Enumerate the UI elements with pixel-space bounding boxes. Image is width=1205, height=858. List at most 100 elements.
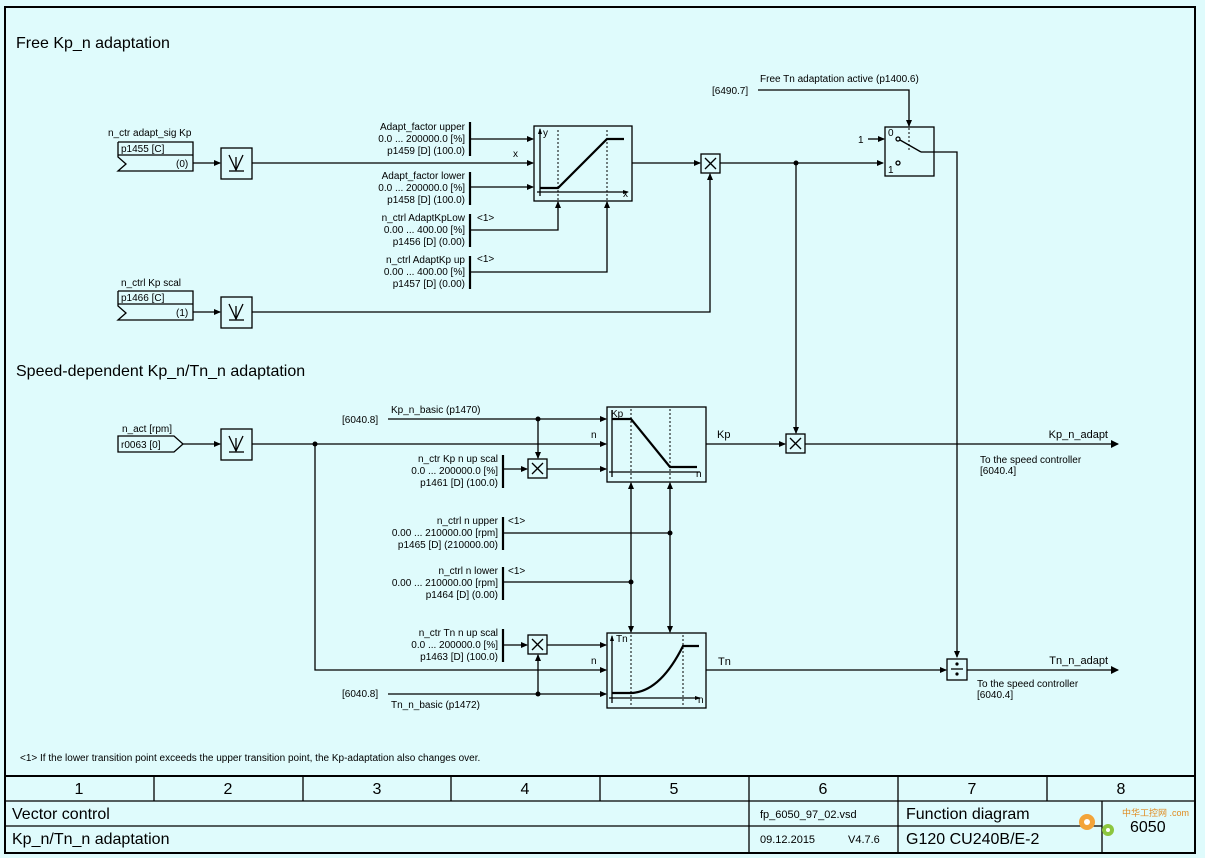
svg-text:p1459 [D] (100.0): p1459 [D] (100.0): [387, 146, 465, 157]
connector-p1455: n_ctr adapt_sig Kp p1455 [C] (0): [108, 128, 194, 172]
param-tnscal: n_ctr Tn n up scal 0.0 ... 200000.0 [%] …: [411, 628, 505, 663]
svg-text:n: n: [591, 430, 597, 441]
svg-text:0: 0: [888, 128, 894, 139]
footer-file: fp_6050_97_02.vsd: [760, 809, 857, 821]
svg-text:1: 1: [888, 165, 894, 176]
svg-text:Kp: Kp: [611, 409, 624, 420]
filter-block-1: [220, 147, 253, 180]
col-8: 8: [1117, 781, 1126, 798]
adapt-sig-name: n_ctr adapt_sig Kp: [108, 128, 192, 139]
multiplier-kp: [785, 433, 806, 454]
svg-text:1: 1: [858, 135, 864, 146]
kp-out-signal: Kp_n_adapt: [1049, 429, 1108, 441]
col-3: 3: [373, 781, 382, 798]
svg-text:Adapt_factor lower: Adapt_factor lower: [382, 171, 466, 182]
kp-scal-param: p1466 [C]: [121, 293, 165, 304]
adapt-sig-default: (0): [176, 159, 188, 170]
svg-text:p1465 [D] (210000.00): p1465 [D] (210000.00): [398, 540, 498, 551]
col-2: 2: [224, 781, 233, 798]
kpbasic-name: Kp_n_basic (p1470): [391, 405, 481, 416]
tn-active-label: Free Tn adaptation active (p1400.6): [760, 74, 919, 85]
characteristic-block-kp: Kp n: [606, 406, 707, 483]
col-4: 4: [521, 781, 530, 798]
svg-text:0.0 ... 200000.0 [%]: 0.0 ... 200000.0 [%]: [378, 134, 465, 145]
nact-param: r0063 [0]: [121, 440, 161, 451]
col-6: 6: [819, 781, 828, 798]
footer-version: V4.7.6: [848, 834, 880, 846]
param-lower: Adapt_factor lower 0.0 ... 200000.0 [%] …: [378, 171, 472, 206]
x-label: x: [513, 149, 518, 160]
svg-text:p1458 [D] (100.0): p1458 [D] (100.0): [387, 195, 465, 206]
tnbasic-ref: [6040.8]: [342, 689, 378, 700]
footer-page: 6050: [1130, 819, 1166, 836]
multiplier-free: [700, 153, 721, 174]
svg-text:n_ctr Kp n up scal: n_ctr Kp n up scal: [418, 454, 498, 465]
kp-to-ctrl: To the speed controller: [980, 455, 1082, 466]
svg-text:n: n: [698, 695, 704, 706]
svg-text:p1457 [D] (0.00): p1457 [D] (0.00): [393, 279, 465, 290]
kp-out-label: Kp: [717, 429, 730, 441]
svg-text:n_ctrl n upper: n_ctrl n upper: [437, 516, 499, 527]
svg-text:0.0 ... 200000.0 [%]: 0.0 ... 200000.0 [%]: [411, 640, 498, 651]
kp-scal-default: (1): [176, 308, 188, 319]
svg-text:y: y: [543, 128, 548, 139]
section-title-free: Free Kp_n adaptation: [16, 35, 170, 52]
svg-text:中华工控网 .com: 中华工控网 .com: [1122, 807, 1189, 818]
svg-text:n_ctr Tn n up scal: n_ctr Tn n up scal: [419, 628, 498, 639]
svg-text:0.00 ... 400.00 [%]: 0.00 ... 400.00 [%]: [384, 225, 465, 236]
divider-tn: [946, 658, 968, 681]
svg-text:0.00 ... 210000.00 [rpm]: 0.00 ... 210000.00 [rpm]: [392, 528, 498, 539]
footer-title-2: Kp_n/Tn_n adaptation: [12, 831, 169, 848]
tn-to-ctrl: To the speed controller: [977, 679, 1079, 690]
adapt-sig-param: p1455 [C]: [121, 144, 165, 155]
svg-text:0.00 ... 210000.00 [rpm]: 0.00 ... 210000.00 [rpm]: [392, 578, 498, 589]
svg-text:p1463 [D] (100.0): p1463 [D] (100.0): [420, 652, 498, 663]
col-7: 7: [968, 781, 977, 798]
tnbasic-name: Tn_n_basic (p1472): [391, 700, 480, 711]
watermark-logo: 中华工控网 .com: [1079, 807, 1189, 836]
footer-type: Function diagram: [906, 806, 1030, 823]
characteristic-block-free: y x: [533, 125, 633, 202]
diagram-frame: [4, 6, 1196, 854]
col-1: 1: [75, 781, 84, 798]
filter-block-3: [220, 428, 253, 461]
param-kpscal: n_ctr Kp n up scal 0.0 ... 200000.0 [%] …: [411, 454, 505, 489]
tn-out-label: Tn: [718, 656, 731, 668]
col-5: 5: [670, 781, 679, 798]
kpbasic-ref: [6040.8]: [342, 415, 378, 426]
svg-text:n: n: [696, 469, 702, 480]
svg-text:<1>: <1>: [508, 516, 525, 527]
svg-text:n_ctrl n lower: n_ctrl n lower: [439, 566, 499, 577]
connector-p1466: n_ctrl Kp scal p1466 [C] (1): [116, 278, 194, 321]
footer-device: G120 CU240B/E-2: [906, 831, 1040, 848]
footer-date: 09.12.2015: [760, 834, 815, 846]
nact-name: n_act [rpm]: [122, 424, 172, 435]
svg-text:0.00 ... 400.00 [%]: 0.00 ... 400.00 [%]: [384, 267, 465, 278]
tn-to-ctrl-ref: [6040.4]: [977, 690, 1013, 701]
footnote: <1> If the lower transition point exceed…: [20, 753, 480, 764]
svg-text:Tn: Tn: [616, 634, 628, 645]
filter-block-2: [220, 296, 253, 329]
connector-r0063: n_act [rpm] r0063 [0]: [117, 424, 184, 453]
svg-text:0.0 ... 200000.0 [%]: 0.0 ... 200000.0 [%]: [411, 466, 498, 477]
svg-text:n: n: [591, 656, 597, 667]
svg-text:Adapt_factor upper: Adapt_factor upper: [380, 122, 466, 133]
characteristic-block-tn: Tn n: [606, 632, 707, 709]
svg-text:x: x: [623, 189, 628, 200]
tn-out-signal: Tn_n_adapt: [1049, 655, 1108, 667]
svg-text:n_ctrl AdaptKp up: n_ctrl AdaptKp up: [386, 255, 465, 266]
svg-text:<1>: <1>: [508, 566, 525, 577]
kp-to-ctrl-ref: [6040.4]: [980, 466, 1016, 477]
param-upper: Adapt_factor upper 0.0 ... 200000.0 [%] …: [378, 122, 472, 157]
svg-text:p1461 [D] (100.0): p1461 [D] (100.0): [420, 478, 498, 489]
tn-active-ref: [6490.7]: [712, 86, 748, 97]
multiplier-tn-scal: [527, 634, 548, 655]
title-block: 1 2 3 4 5 6 7 8 Vector control Kp_n/Tn_n…: [5, 775, 1195, 853]
footer-title-1: Vector control: [12, 806, 110, 823]
svg-text:p1464 [D] (0.00): p1464 [D] (0.00): [426, 590, 498, 601]
param-nlower: n_ctrl n lower 0.00 ... 210000.00 [rpm] …: [392, 566, 526, 601]
svg-text:n_ctrl AdaptKpLow: n_ctrl AdaptKpLow: [382, 213, 466, 224]
svg-text:<1>: <1>: [477, 213, 494, 224]
